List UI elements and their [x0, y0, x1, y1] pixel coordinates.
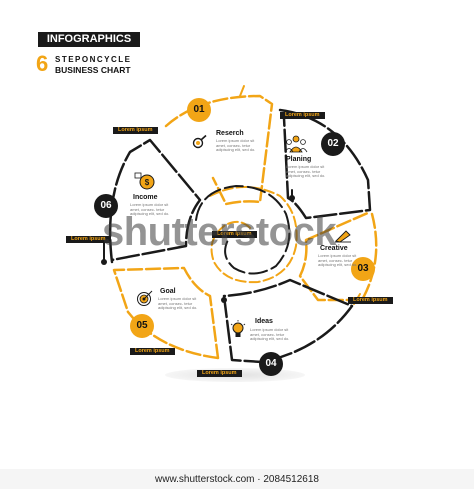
segment-04-outline: [222, 278, 354, 364]
watermark: shutterstock: [102, 210, 337, 254]
coin-icon: $: [134, 172, 155, 190]
footer-text: www.shutterstock.com · 2084512618: [155, 474, 319, 485]
step-06-badge: 06: [94, 194, 118, 218]
connector-dot-income: [101, 259, 107, 265]
step-06-title: Income: [133, 194, 158, 201]
segment-02-outline: [278, 108, 372, 220]
step-01-badge: 01: [187, 98, 211, 122]
step-01-tag: Lorem ipsum: [113, 127, 158, 134]
step-01-title: Reserch: [216, 130, 244, 137]
pen-icon: [335, 230, 351, 243]
inner-spiral-dark: [195, 185, 291, 275]
step-05-badge: 05: [130, 314, 154, 338]
magnifier-icon: [192, 134, 207, 149]
segment-05-outline: [112, 266, 220, 360]
step-04-title: Ideas: [255, 318, 273, 325]
step-03-title: Creative: [320, 245, 348, 252]
connector-dot-planning: [289, 195, 295, 201]
step-03-tag: Lorem ipsum: [348, 297, 393, 304]
inner-spiral-orange: [209, 186, 298, 284]
step-06-tag: Lorem ipsum: [66, 236, 111, 243]
step-01-description: Lorem ipsum dolor sit amet, consec- tetu…: [216, 138, 256, 153]
step-02-badge: 02: [321, 132, 345, 156]
target-icon: [137, 290, 153, 306]
step-03-badge: 03: [351, 257, 375, 281]
infographics-title: INFOGRAPHICS: [38, 32, 140, 47]
step-05-tag: Lorem ipsum: [130, 348, 175, 355]
step-03-description: Lorem ipsum dolor sit amet, consec- tetu…: [318, 253, 358, 268]
step-04-tag: Lorem ipsum: [197, 370, 242, 377]
footer-bar: [0, 469, 474, 489]
lightbulb-icon: [230, 320, 246, 337]
step-02-title: Planing: [286, 156, 312, 163]
segment-06-outline: [108, 138, 202, 264]
team-icon: [284, 135, 308, 153]
step-05-title: Goal: [160, 288, 176, 295]
step-04-badge: 04: [259, 352, 283, 376]
step-06-description: Lorem ipsum dolor sit amet, consec- tetu…: [130, 202, 170, 217]
step-04-description: Lorem ipsum dolor sit amet, consec- tetu…: [250, 327, 290, 342]
subtitle-line2: BUSINESS CHART: [55, 65, 131, 75]
step-02-tag: Lorem ipsum: [280, 112, 325, 119]
step-02-description: Lorem ipsum dolor sit amet, consec- tetu…: [286, 164, 326, 179]
step-05-description: Lorem ipsum dolor sit amet, consec- tetu…: [158, 296, 198, 311]
step-count: 6: [36, 51, 49, 76]
connector-dot-ideas: [221, 297, 227, 303]
center-tag: Lorem ipsum: [212, 231, 257, 238]
subtitle-line1: STEPONCYCLE: [55, 55, 132, 64]
svg-text:$: $: [145, 178, 150, 187]
